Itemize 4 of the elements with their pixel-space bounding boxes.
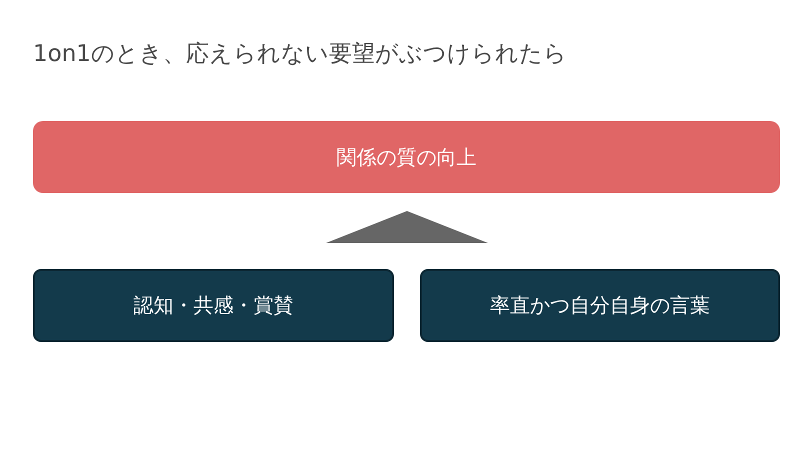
banner-box: 関係の質の向上 <box>33 121 780 193</box>
concept-box: 率直かつ自分自身の言葉 <box>420 269 780 342</box>
concept-box: 認知・共感・賞賛 <box>33 269 394 342</box>
title: 1on1のとき、応えられない要望がぶつけられたら <box>33 40 567 69</box>
